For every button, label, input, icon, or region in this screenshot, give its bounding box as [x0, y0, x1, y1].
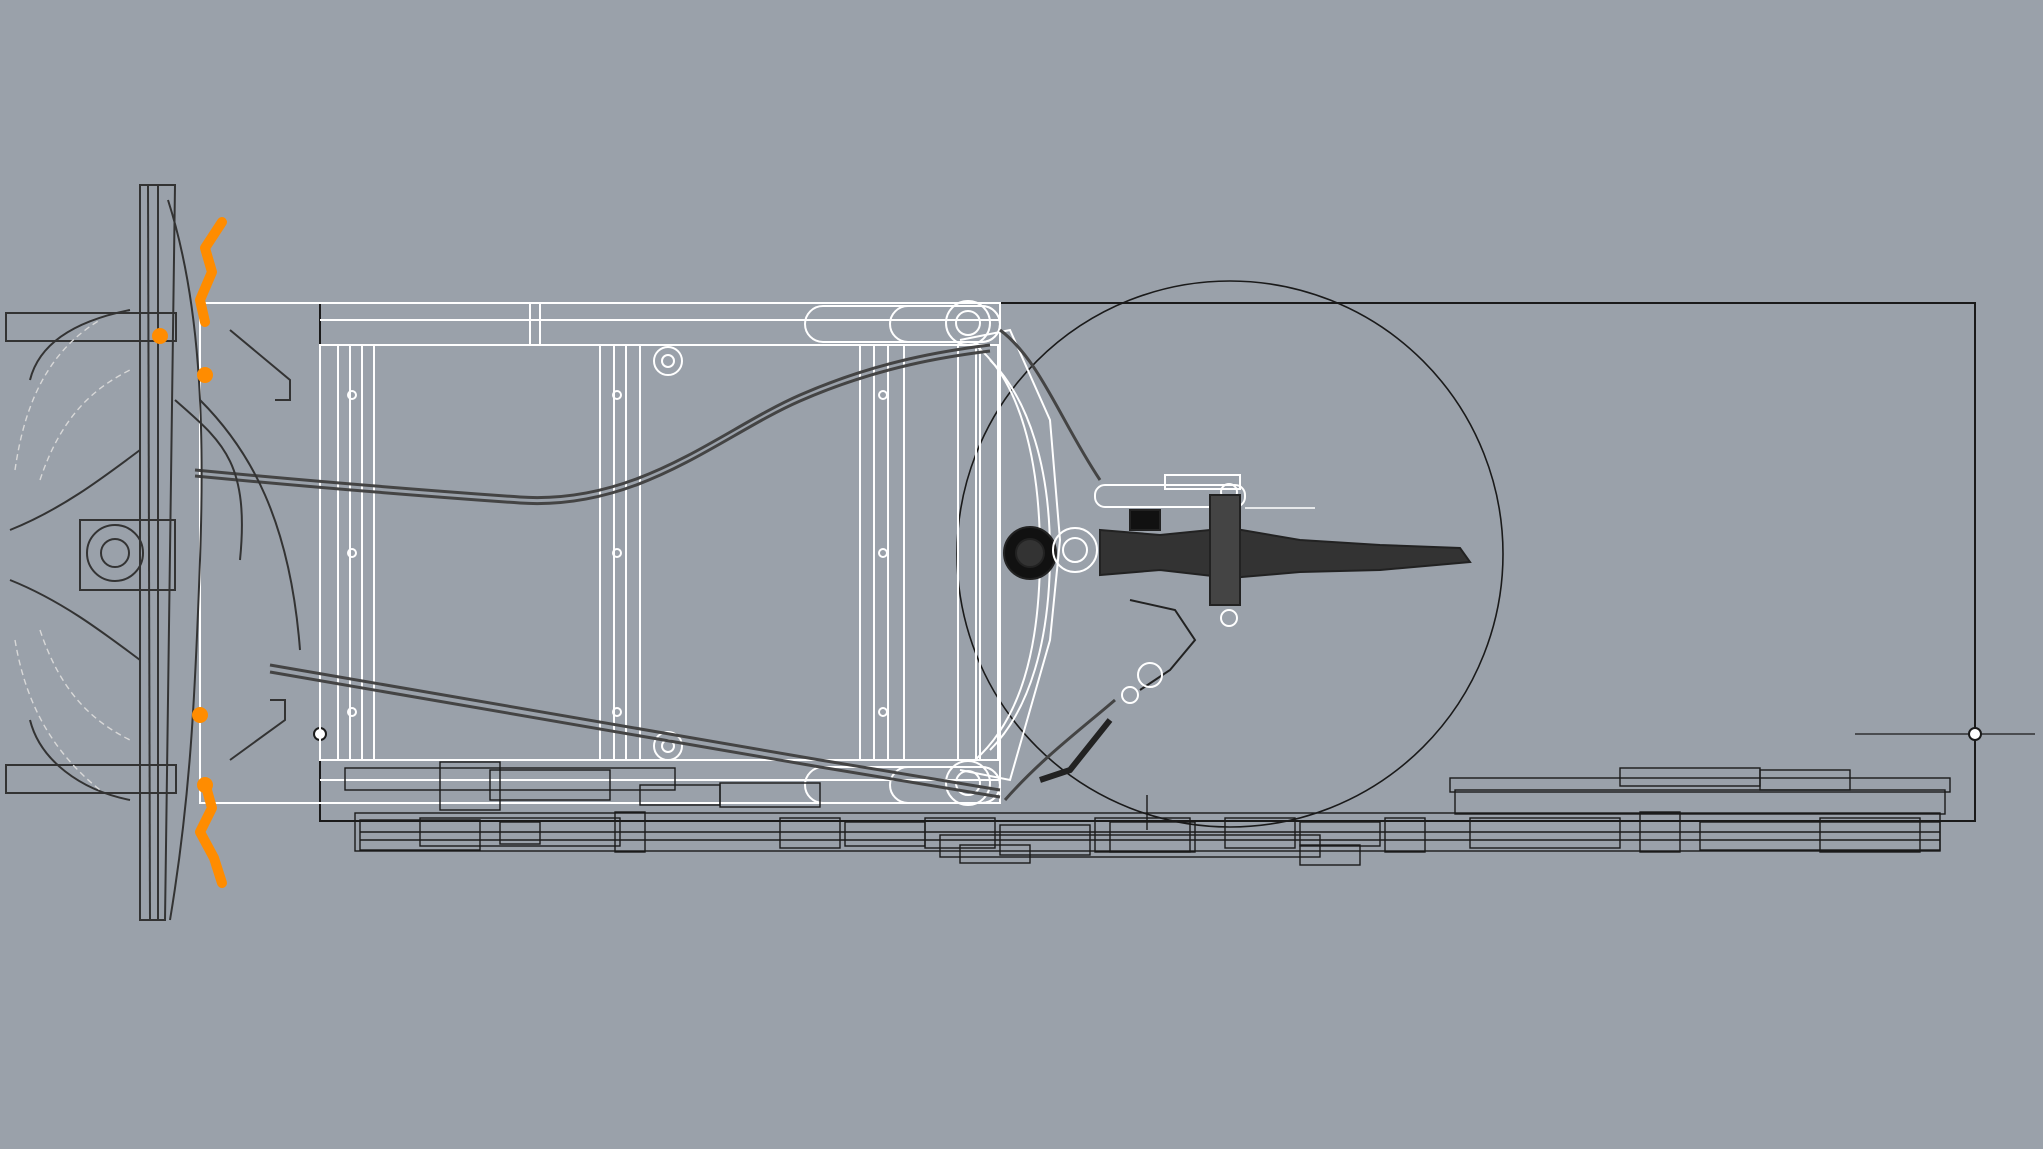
frame-chassis[interactable] — [199, 300, 1062, 806]
drivetrain-components[interactable] — [344, 761, 1951, 866]
brake-levers[interactable] — [152, 217, 227, 888]
handlebar[interactable] — [5, 184, 301, 921]
frame-tubes[interactable] — [194, 328, 1116, 801]
crank-assembly[interactable] — [1003, 474, 1472, 783]
ghost-geometry — [14, 319, 131, 791]
